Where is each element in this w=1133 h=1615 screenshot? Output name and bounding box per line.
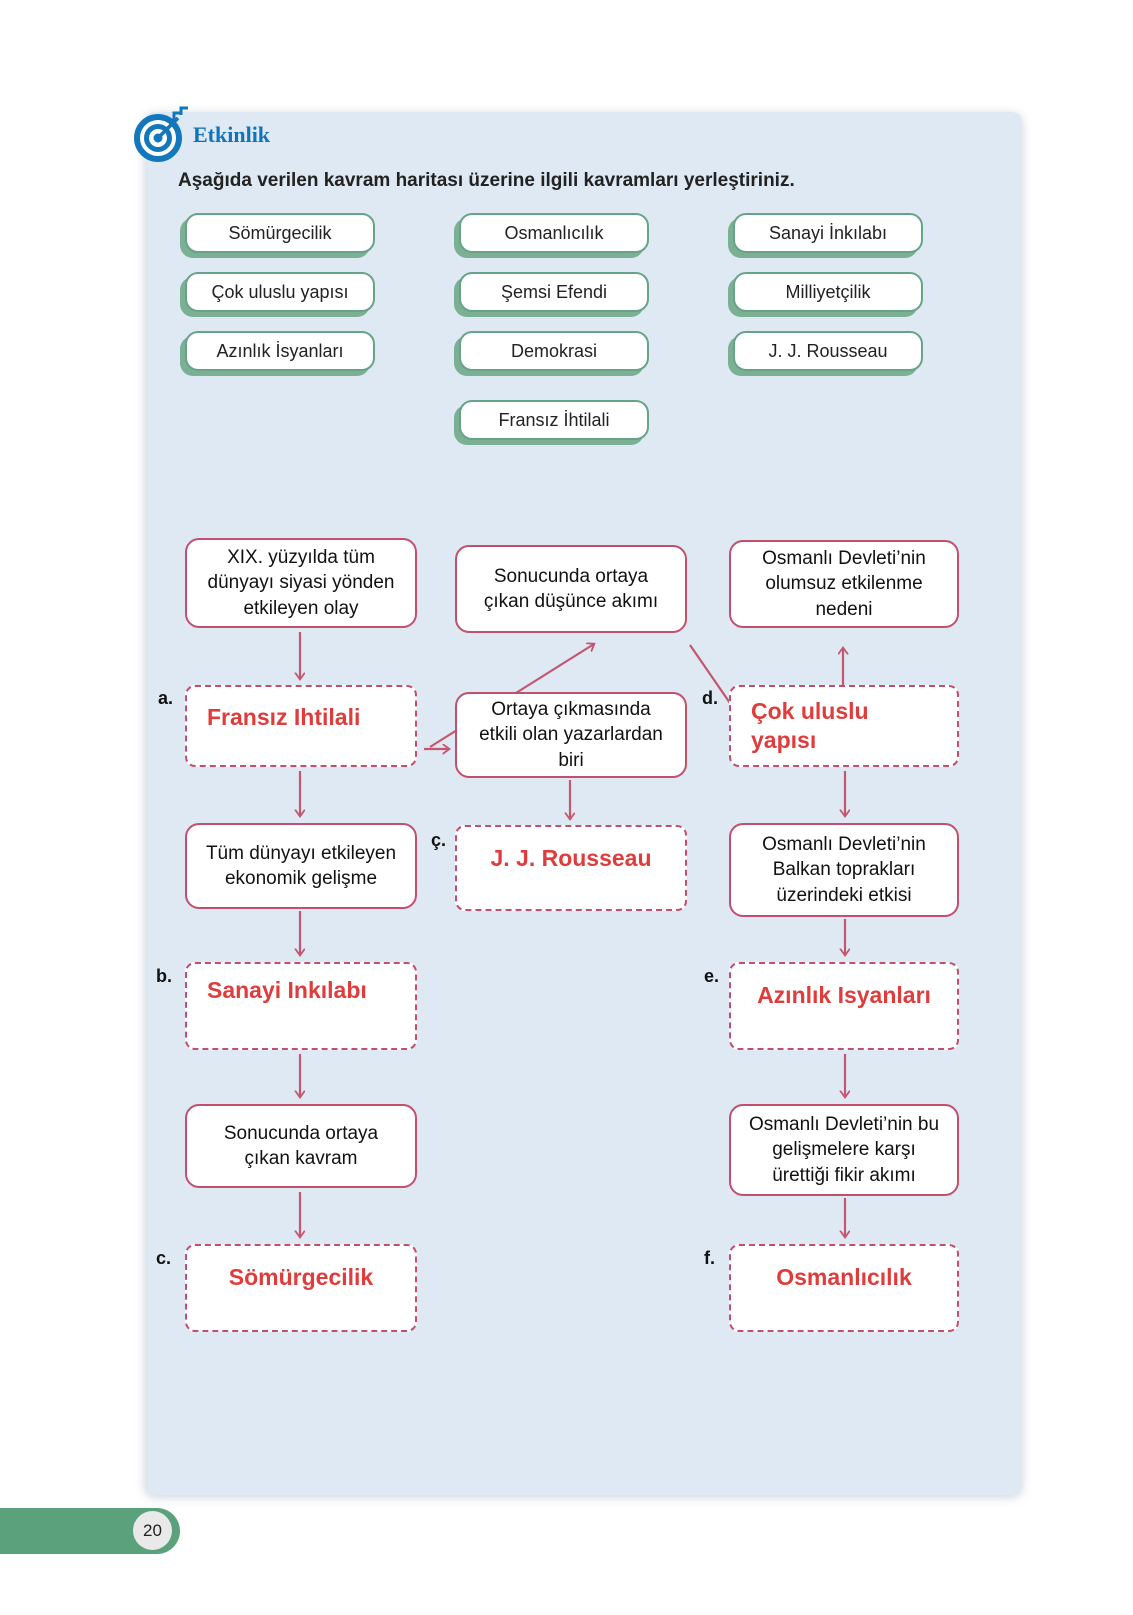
word-bank-item: Fransız İhtilali	[459, 400, 649, 440]
page-number-badge: 20	[133, 1511, 172, 1550]
prompt-box-influential-writer: Ortaya çıkmasında etkili olan yazarlarda…	[455, 692, 687, 778]
answer-box-d: Çok uluslu yapısı	[729, 685, 959, 767]
prompt-box-political-event: XIX. yüzyılda tüm dünyayı siyasi yönden …	[185, 538, 417, 628]
answer-box-c: Sömürgecilik	[185, 1244, 417, 1332]
word-bank-item: Azınlık İsyanları	[185, 331, 375, 371]
answer-label-cedilla: ç.	[431, 830, 447, 850]
answer-box-a: Fransız Ihtilali	[185, 685, 417, 767]
answer-text: Sömürgecilik	[228, 1264, 374, 1290]
answer-label-e: e.	[704, 966, 720, 986]
answer-text: Osmanlıcılık	[776, 1264, 912, 1290]
answer-box-cedilla: J. J. Rousseau	[455, 825, 687, 911]
prompt-box-economic-development: Tüm dünyayı etkileyen ekonomik gelişme	[185, 823, 417, 909]
word-bank-item: Şemsi Efendi	[459, 272, 649, 312]
answer-box-f: Osmanlıcılık	[729, 1244, 959, 1332]
instruction-text: Aşağıda verilen kavram haritası üzerine …	[178, 170, 795, 191]
answer-text: J. J. Rousseau	[490, 845, 652, 871]
prompt-box-balkan-effect: Osmanlı Devleti’nin Balkan toprakları üz…	[729, 823, 959, 917]
word-bank-item: Sömürgecilik	[185, 213, 375, 253]
prompt-box-resulting-concept: Sonucunda ortaya çıkan kavram	[185, 1104, 417, 1188]
prompt-box-thought-current: Sonucunda ortaya çıkan düşünce akımı	[455, 545, 687, 633]
answer-label-c: c.	[156, 1248, 172, 1268]
target-icon	[134, 106, 188, 162]
answer-label-a: a.	[158, 688, 174, 708]
answer-label-f: f.	[704, 1248, 715, 1268]
prompt-box-negative-reason: Osmanlı Devleti’nin olumsuz etkilenme ne…	[729, 540, 959, 628]
answer-box-b: Sanayi Inkılabı	[185, 962, 417, 1050]
word-bank-item: Sanayi İnkılabı	[733, 213, 923, 253]
answer-text: Çok uluslu yapısı	[751, 698, 869, 753]
word-bank-item: Çok uluslu yapısı	[185, 272, 375, 312]
answer-label-b: b.	[156, 966, 172, 986]
word-bank-item: J. J. Rousseau	[733, 331, 923, 371]
answer-box-e: Azınlık Isyanları	[729, 962, 959, 1050]
answer-label-d: d.	[702, 688, 718, 708]
word-bank-item: Demokrasi	[459, 331, 649, 371]
prompt-box-idea-movement: Osmanlı Devleti’nin bu gelişmelere karşı…	[729, 1104, 959, 1196]
word-bank-item: Osmanlıcılık	[459, 213, 649, 253]
word-bank-item: Milliyetçilik	[733, 272, 923, 312]
answer-text: Sanayi Inkılabı	[207, 977, 367, 1003]
answer-text: Azınlık Isyanları	[757, 982, 931, 1008]
activity-title: Etkinlik	[193, 122, 271, 147]
answer-text: Fransız Ihtilali	[207, 704, 361, 730]
